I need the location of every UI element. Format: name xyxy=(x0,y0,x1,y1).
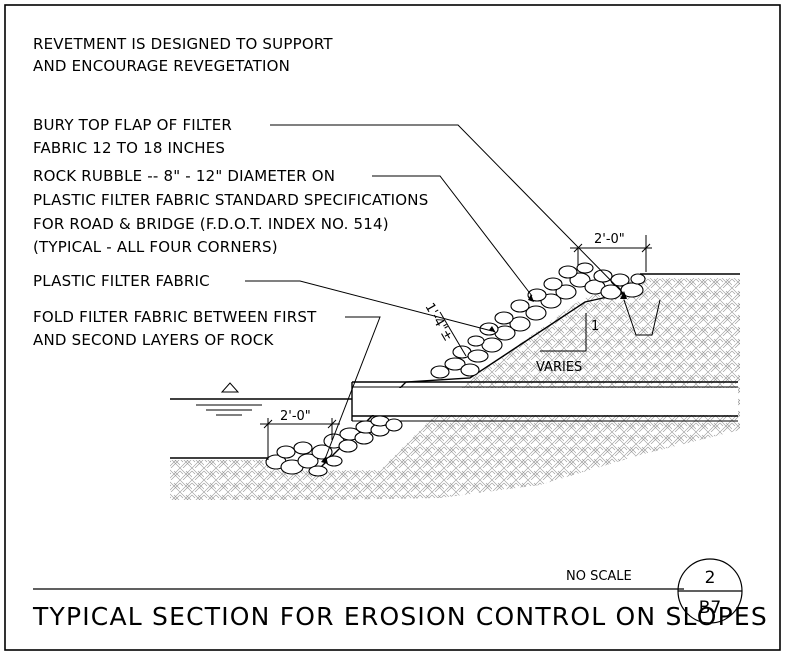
note-rubble-line4: (TYPICAL - ALL FOUR CORNERS) xyxy=(33,238,278,256)
dim-top-width xyxy=(570,235,652,272)
slope-indicator xyxy=(540,313,587,352)
slope-run-label: VARIES xyxy=(536,360,582,375)
note-fold-line1: FOLD FILTER FABRIC BETWEEN FIRST xyxy=(33,308,317,326)
fabric-marker-top xyxy=(620,291,627,299)
anchor-trench xyxy=(623,299,661,336)
dim-thickness xyxy=(439,311,467,357)
slope-rise-label: 1 xyxy=(591,319,599,334)
note-bury-line1: BURY TOP FLAP OF FILTER xyxy=(33,116,232,134)
note-revetment-line1: REVETMENT IS DESIGNED TO SUPPORT xyxy=(33,35,333,53)
drawing-title: TYPICAL SECTION FOR EROSION CONTROL ON S… xyxy=(32,602,768,631)
dim-thickness-label: 1'-4"± xyxy=(422,301,456,345)
note-rubble-line1: ROCK RUBBLE -- 8" - 12" DIAMETER ON xyxy=(33,167,335,185)
sheet-border xyxy=(4,4,781,651)
pipe-interior xyxy=(353,388,738,415)
sheet-reference: B7 xyxy=(699,598,721,618)
note-rubble-line2: PLASTIC FILTER FABRIC STANDARD SPECIFICA… xyxy=(33,191,428,209)
note-fabric: PLASTIC FILTER FABRIC xyxy=(33,272,210,290)
note-fold-line2: AND SECOND LAYERS OF ROCK xyxy=(33,331,274,349)
water-surface-symbol xyxy=(170,382,352,416)
note-rubble-line3: FOR ROAD & BRIDGE (F.D.O.T. INDEX NO. 51… xyxy=(33,215,389,233)
scale-note: NO SCALE xyxy=(566,569,632,584)
leader-lines xyxy=(245,124,627,460)
fabric-marker-mid xyxy=(489,326,496,333)
dim-bottom-width-label: 2'-0" xyxy=(280,409,311,424)
detail-number: 2 xyxy=(705,568,716,588)
fabric-marker-lower xyxy=(321,456,328,464)
dim-bottom-width xyxy=(260,418,340,460)
note-revetment-line2: AND ENCOURAGE REVEGETATION xyxy=(33,57,290,75)
soil-hatch xyxy=(170,278,740,500)
note-bury-line2: FABRIC 12 TO 18 INCHES xyxy=(33,139,225,157)
dim-top-width-label: 2'-0" xyxy=(594,232,625,247)
ground-section xyxy=(170,273,740,500)
rock-rubble-lower xyxy=(265,415,403,477)
fabric-marker-upper xyxy=(528,294,534,302)
detail-bubble xyxy=(677,558,743,624)
